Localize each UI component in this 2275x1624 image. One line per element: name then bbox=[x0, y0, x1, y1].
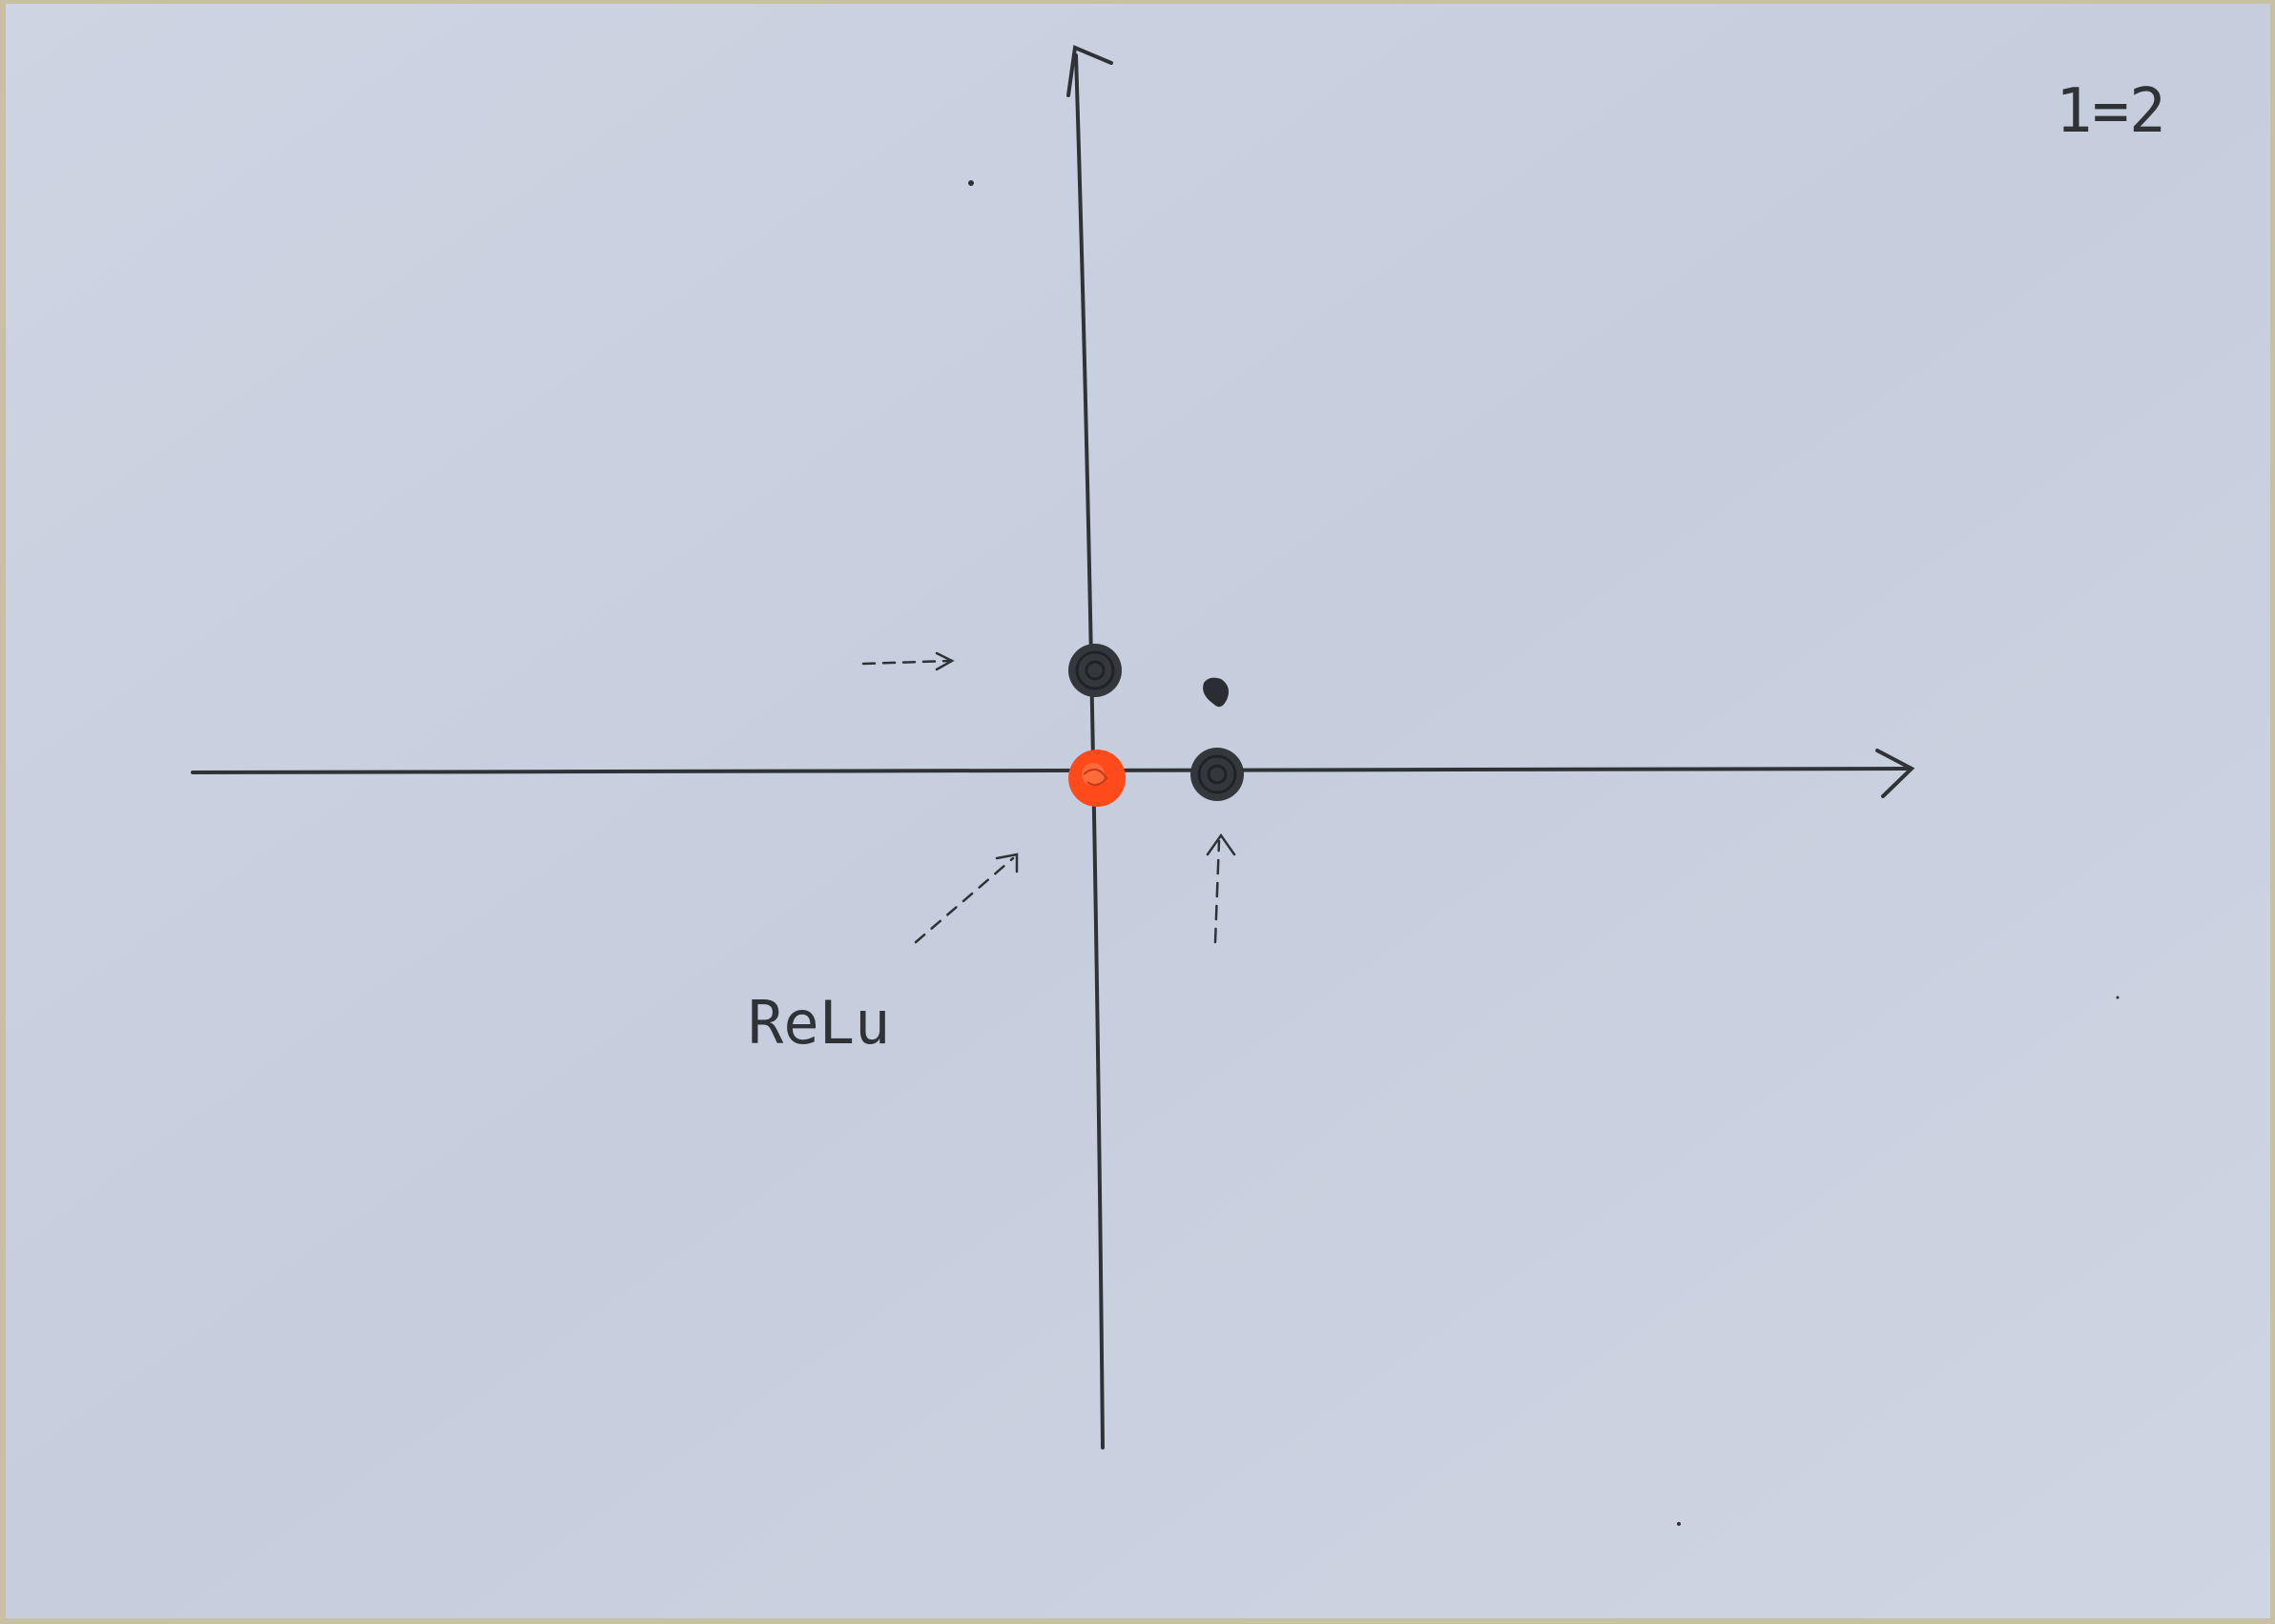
x-axis-arrow-icon bbox=[1875, 749, 1915, 798]
point-on-x-axis bbox=[1190, 748, 1244, 801]
relu-annotation: ReLu bbox=[748, 988, 890, 1058]
arrow-to-origin bbox=[914, 853, 1019, 944]
point-original bbox=[1203, 677, 1229, 708]
y-axis-arrow-icon bbox=[1066, 45, 1113, 97]
corner-label: 1=2 bbox=[2056, 76, 2166, 147]
point-on-y-axis bbox=[1068, 644, 1122, 697]
paper-surface bbox=[6, 4, 2270, 1618]
paper-speck bbox=[1677, 1522, 1681, 1526]
y-axis bbox=[1066, 45, 1113, 1449]
stray-dot bbox=[968, 180, 974, 186]
x-axis bbox=[191, 749, 1915, 798]
x-axis-line bbox=[191, 767, 1910, 774]
paper-speck bbox=[2116, 996, 2120, 999]
point-origin-relu bbox=[1068, 750, 1126, 807]
y-axis-line bbox=[1074, 53, 1105, 1449]
arrow-to-x-point bbox=[1206, 833, 1236, 944]
arrow-to-y-point bbox=[861, 651, 955, 671]
